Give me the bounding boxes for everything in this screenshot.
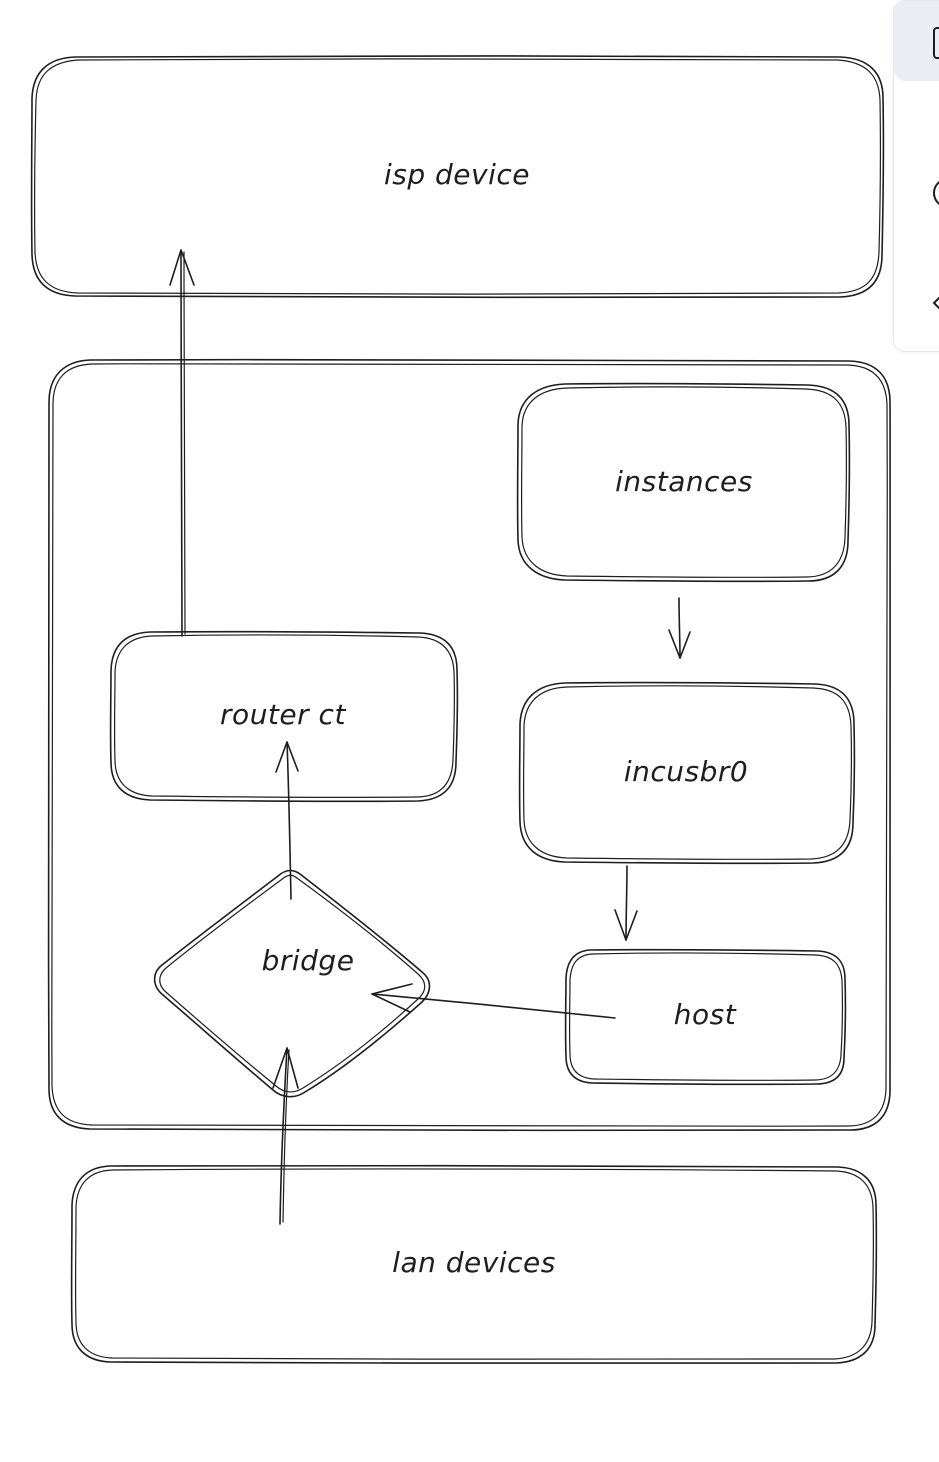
- arrow-router-to-isp[interactable]: [169, 249, 195, 637]
- bridge-node[interactable]: bridge: [153, 869, 431, 1098]
- circle-icon: [933, 181, 939, 205]
- isp-device-node[interactable]: isp device: [30, 55, 885, 299]
- arrow-bridge-to-router[interactable]: [275, 741, 299, 900]
- host-node[interactable]: host: [564, 948, 847, 1086]
- lan-devices-label: lan devices: [392, 1246, 556, 1279]
- square-icon: [933, 27, 939, 59]
- host-label: host: [674, 998, 737, 1031]
- instances-label: instances: [615, 465, 753, 498]
- rectangle-tool[interactable]: [894, 1, 939, 81]
- ellipse-tool[interactable]: [894, 151, 939, 231]
- diamond-tool[interactable]: [894, 261, 939, 341]
- isp-device-label: isp device: [384, 158, 530, 191]
- host-system-container[interactable]: [47, 358, 892, 1132]
- arrow-instances-to-incusbr0[interactable]: [668, 597, 691, 659]
- arrow-lan-to-bridge[interactable]: [272, 1047, 299, 1225]
- incusbr0-label: incusbr0: [624, 755, 748, 788]
- bridge-label: bridge: [262, 944, 355, 977]
- shape-toolbar: [893, 0, 939, 352]
- router-ct-node[interactable]: router ct: [109, 630, 459, 803]
- arrow-incusbr0-to-host[interactable]: [614, 865, 638, 941]
- router-ct-label: router ct: [220, 698, 346, 731]
- incusbr0-node[interactable]: incusbr0: [518, 681, 856, 865]
- instances-node[interactable]: instances: [516, 382, 851, 583]
- lan-devices-node[interactable]: lan devices: [70, 1164, 878, 1365]
- diamond-icon: [932, 296, 939, 310]
- arrow-host-to-bridge[interactable]: [371, 983, 616, 1019]
